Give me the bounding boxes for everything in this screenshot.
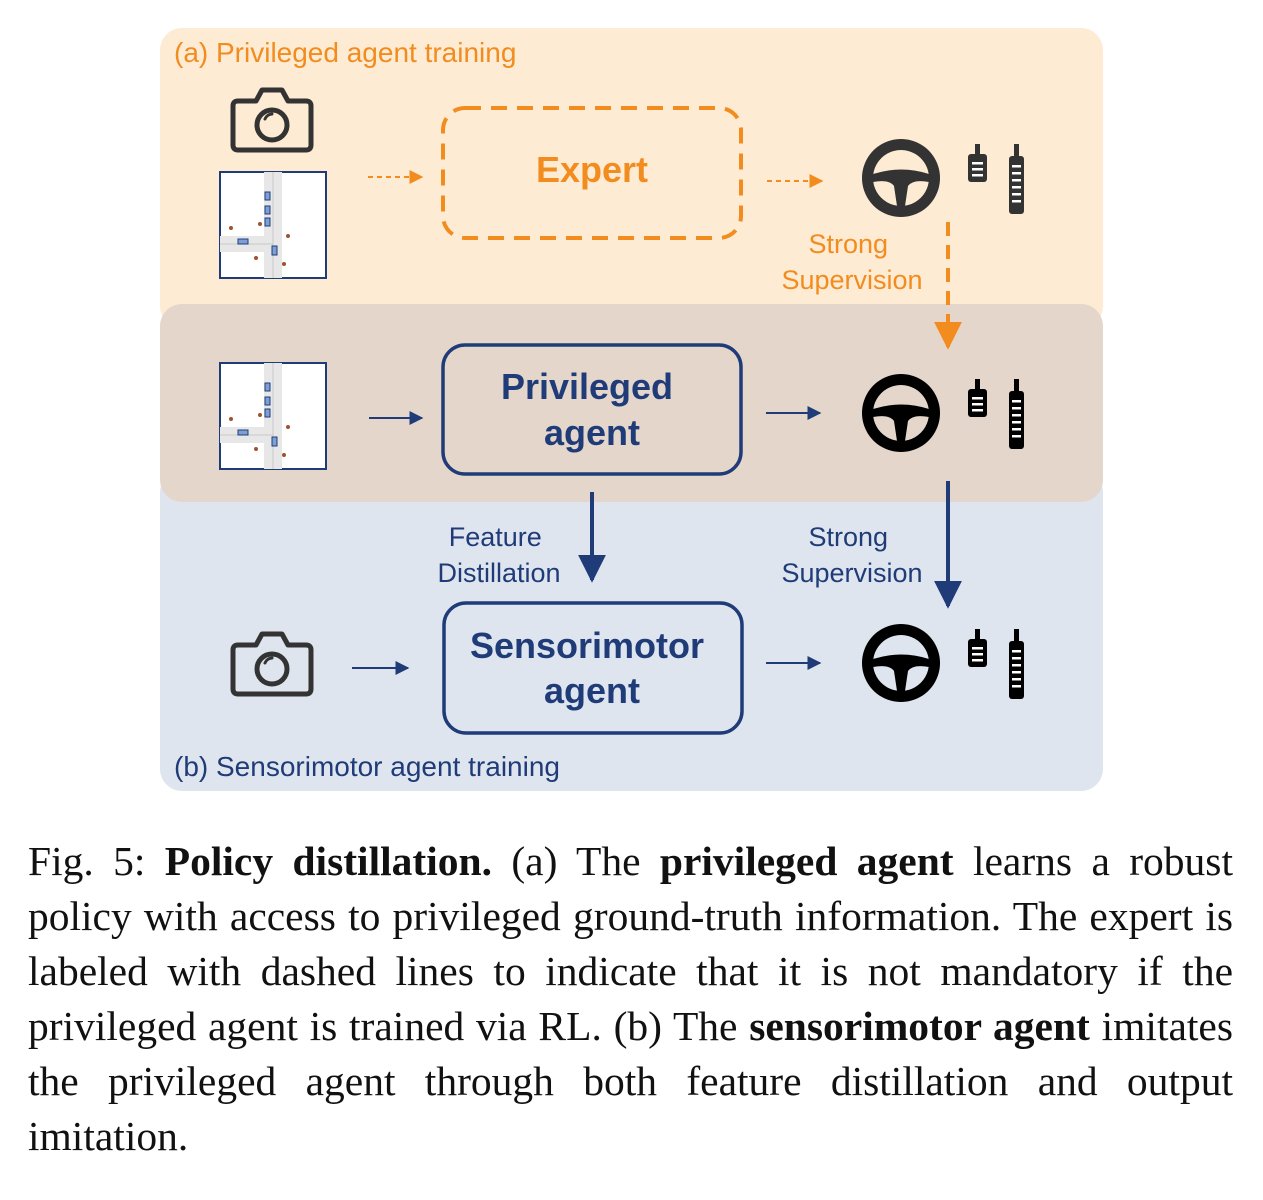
figure-label: Fig. 5: xyxy=(28,838,146,884)
panel-a-title: (a) Privileged agent training xyxy=(174,37,516,68)
privileged-agent-label: Privileged agent xyxy=(501,366,683,453)
bev-map-icon xyxy=(219,362,327,470)
caption-text-2: learns a robust policy with access to pr… xyxy=(28,838,1233,1049)
bev-map-icon xyxy=(219,171,327,279)
feature-distillation-label: Feature Distillation xyxy=(437,522,560,588)
strong-supervision-bottom-label: Strong Supervision xyxy=(781,522,922,588)
caption-bold-privileged-agent: privileged agent xyxy=(659,838,954,884)
caption-bold-sensorimotor-agent: sensorimotor agent xyxy=(749,1003,1090,1049)
panel-b-title: (b) Sensorimotor agent training xyxy=(174,751,560,782)
expert-label: Expert xyxy=(536,149,648,190)
caption-title: Policy distillation. xyxy=(164,838,492,884)
sensorimotor-agent-box xyxy=(442,601,744,735)
panel-a-background xyxy=(160,28,1103,328)
privileged-agent-box xyxy=(441,343,743,476)
caption-text-3: imitates the privileged agent through bo… xyxy=(28,1003,1233,1159)
caption-text-1: (a) The xyxy=(491,838,660,884)
figure-caption: Fig. 5: Policy distillation. (a) The pri… xyxy=(28,834,1233,1164)
strong-supervision-top-label: Strong Supervision xyxy=(781,229,922,295)
expert-box xyxy=(441,106,743,240)
sensorimotor-agent-label: Sensorimotor agent xyxy=(470,625,714,711)
panel-b-background xyxy=(160,470,1103,791)
panel-overlap-background xyxy=(160,304,1103,502)
policy-distillation-diagram: (a) Privileged agent training (b) Sensor… xyxy=(160,28,1103,791)
